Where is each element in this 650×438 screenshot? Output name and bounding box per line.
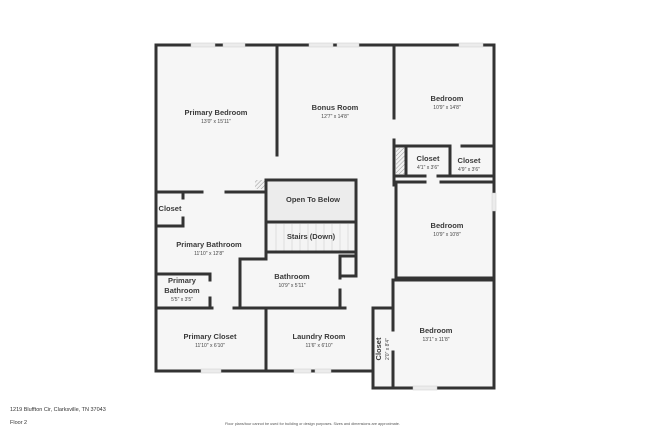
walls bbox=[154, 43, 496, 390]
stairs-area bbox=[268, 224, 354, 254]
room-bedroom-3: Bedroom 13'1" x 11'8" bbox=[419, 326, 453, 343]
room-bedroom-1: Bedroom 10'9" x 14'8" bbox=[430, 94, 464, 111]
room-bonus-room: Bonus Room 12'7" x 14'8" bbox=[311, 103, 359, 120]
open-to-below-area bbox=[268, 182, 354, 222]
floor-fill bbox=[156, 45, 494, 388]
room-bathroom: Bathroom 10'9" x 5'11" bbox=[274, 272, 310, 289]
room-primary-closet: Primary Closet 11'10" x 6'10" bbox=[183, 332, 237, 349]
room-bedroom-2: Bedroom 10'9" x 10'8" bbox=[430, 221, 464, 238]
room-laundry-room: Laundry Room 11'6" x 6'10" bbox=[292, 332, 346, 349]
windows bbox=[190, 42, 497, 391]
room-closet-2: Closet 4'9" x 3'6" bbox=[457, 156, 481, 173]
room-stairs: Stairs (Down) bbox=[286, 232, 336, 241]
room-closet-3: Closet 2'0" x 8'4" bbox=[374, 337, 391, 361]
stair-treads bbox=[275, 224, 349, 252]
chase-hatch bbox=[396, 148, 405, 174]
room-open-to-below: Open To Below bbox=[285, 195, 341, 204]
chase-hatch bbox=[255, 180, 265, 189]
room-primary-bedroom: Primary Bedroom 13'0" x 15'11" bbox=[184, 108, 248, 125]
room-primary-bathroom-small: Primary Bathroom 5'5" x 3'5" bbox=[164, 276, 200, 303]
room-primary-bathroom: Primary Bathroom 11'10" x 12'8" bbox=[176, 240, 242, 257]
property-address: 1219 Bluffton Cir, Clarksville, TN 37043 bbox=[10, 407, 106, 413]
room-closet-1: Closet 4'1" x 3'6" bbox=[416, 154, 440, 171]
room-closet-primary: Closet bbox=[158, 204, 182, 213]
disclaimer: Floor plans/tour cannot be used for buil… bbox=[225, 422, 400, 426]
floor-label: Floor 2 bbox=[10, 420, 28, 426]
